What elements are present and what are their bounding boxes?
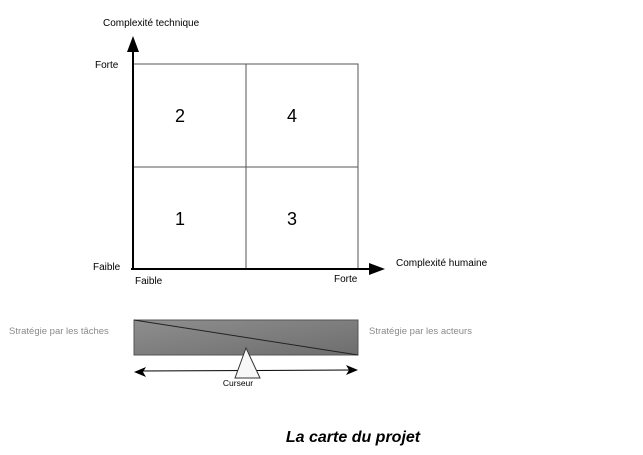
y-axis-arrowhead	[127, 36, 139, 52]
x-axis-arrowhead	[369, 263, 385, 275]
y-axis-label: Complexité technique	[103, 18, 200, 29]
strategy-diagonal	[133, 319, 359, 356]
quadrant-1: 1	[175, 209, 185, 229]
x-high-label: Forte	[334, 274, 358, 285]
quadrant-grid	[132, 63, 359, 270]
strategy-actors-label: Stratégie par les acteurs	[369, 326, 472, 337]
cursor-label: Curseur	[223, 378, 253, 388]
quadrant-2: 2	[175, 106, 185, 126]
y-high-label: Forte	[95, 60, 119, 71]
quadrant-4: 4	[287, 106, 297, 126]
cursor-triangle[interactable]	[234, 346, 261, 379]
diagram-title: La carte du projet	[286, 429, 421, 446]
y-low-label: Faible	[93, 262, 121, 273]
strategy-tasks-label: Stratégie par les tâches	[9, 326, 109, 337]
track-left-arrowhead	[134, 367, 146, 377]
x-axis-label: Complexité humaine	[396, 258, 488, 269]
quadrant-3: 3	[287, 209, 297, 229]
x-low-label: Faible	[135, 276, 163, 287]
track-right-arrowhead	[346, 365, 358, 375]
